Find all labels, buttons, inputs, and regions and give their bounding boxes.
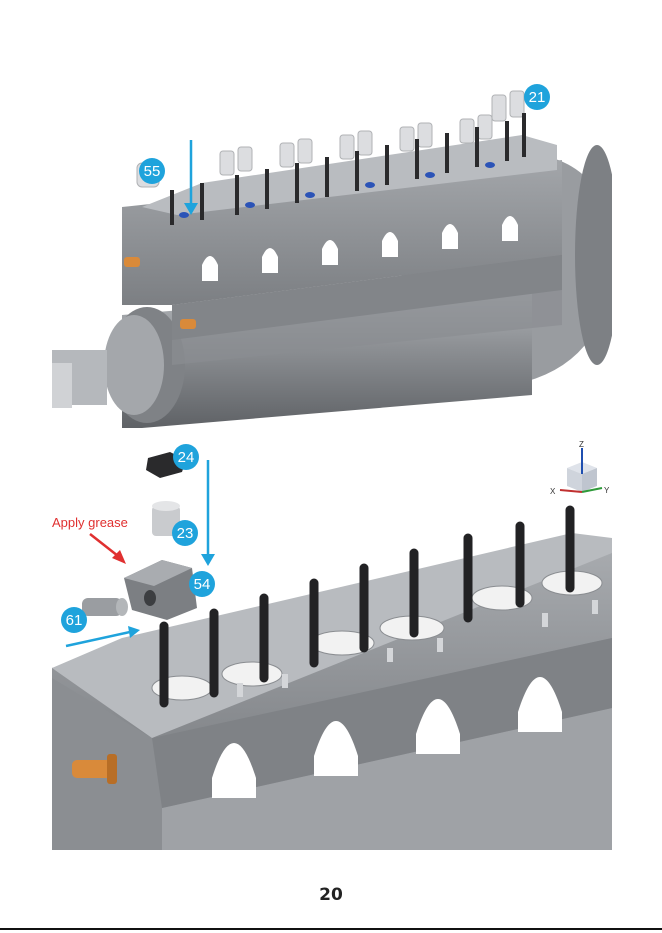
svg-text:54: 54 [194,576,211,593]
svg-text:55: 55 [144,163,161,180]
callout-54: 54 [189,571,215,597]
page-number: 20 [0,885,662,905]
svg-text:Apply grease: Apply grease [52,515,128,530]
svg-text:24: 24 [178,449,195,466]
callout-24: 24 [173,444,199,470]
callout-21: 21 [524,84,550,110]
callout-55: 55 [139,158,165,184]
grease-note: Apply grease [52,515,128,530]
bottom-assembly-illustration: Z Y X 24 23 54 61 Apply grease [52,438,612,850]
page-bottom-rule [0,928,662,930]
svg-text:21: 21 [529,89,546,106]
callout-23: 23 [172,520,198,546]
svg-text:61: 61 [66,612,83,629]
callout-61: 61 [61,607,87,633]
top-callouts: 55 21 [52,65,612,428]
top-assembly-illustration: 55 21 [52,65,612,428]
bottom-callouts: 24 23 54 61 Apply grease [52,438,612,850]
svg-text:23: 23 [177,525,194,542]
